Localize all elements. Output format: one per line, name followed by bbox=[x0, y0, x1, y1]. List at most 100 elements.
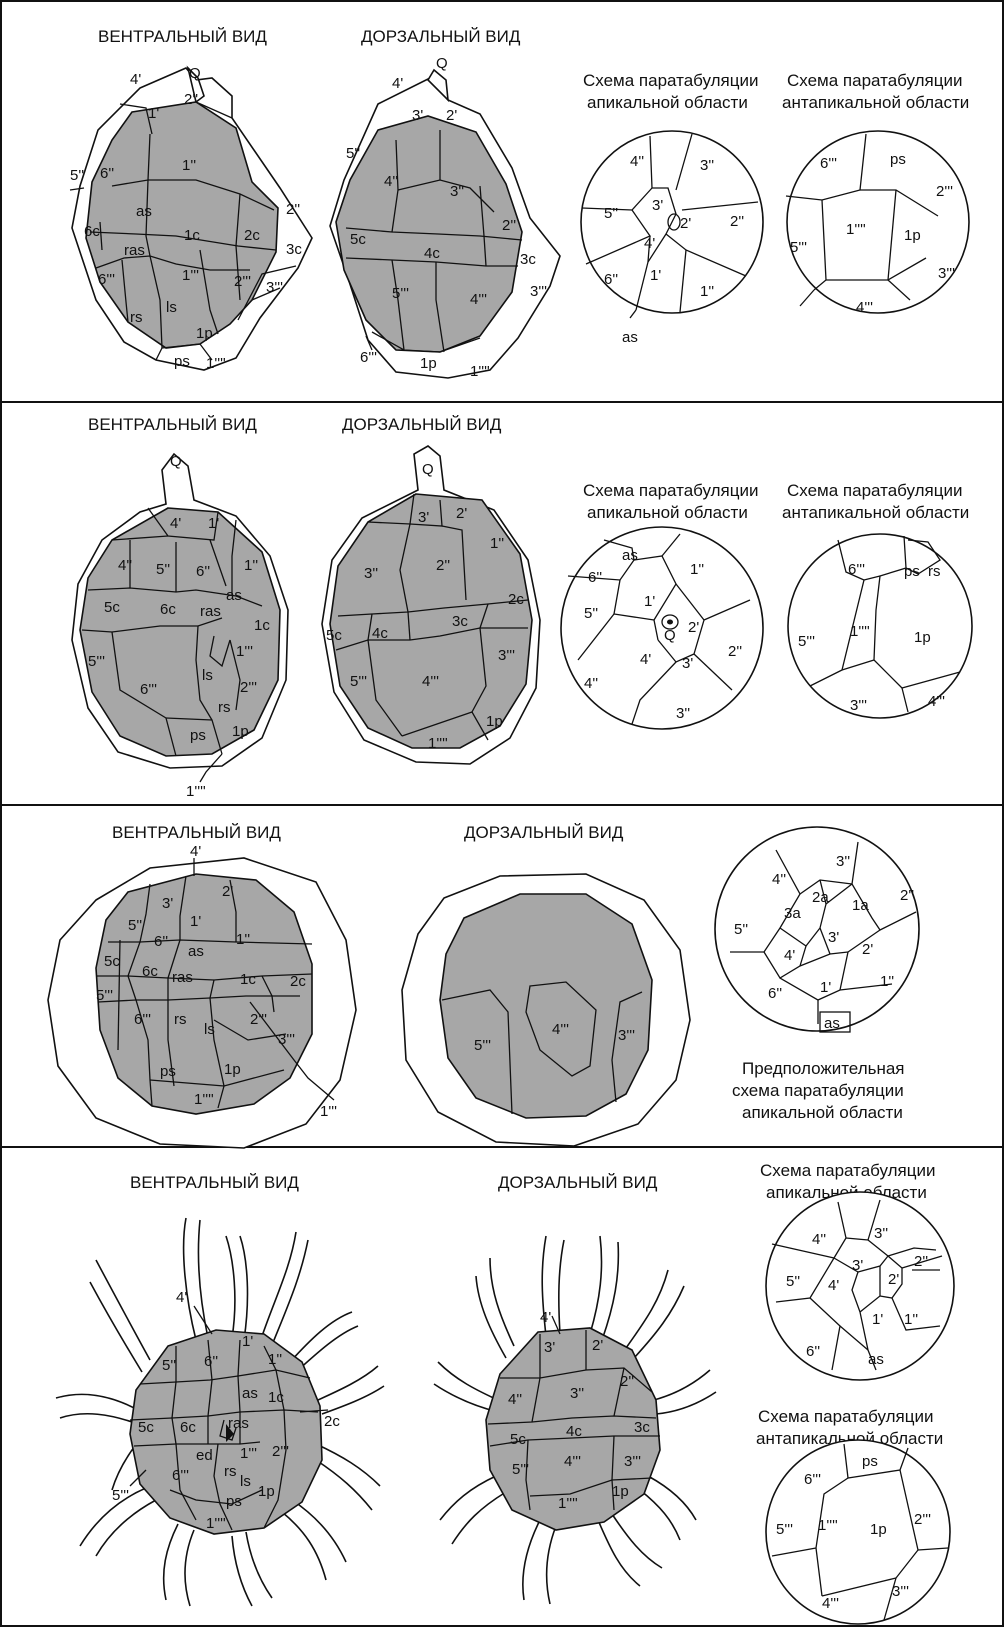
plate-label: 3'' bbox=[450, 183, 464, 200]
plate-label: 4c bbox=[566, 1423, 582, 1440]
panel-2: ВЕНТРАЛЬНЫЙ ВИД ДОРЗАЛЬНЫЙ ВИД Схема пар… bbox=[72, 415, 972, 800]
plate-label: 4' bbox=[190, 843, 201, 860]
plate-label: 4' bbox=[644, 235, 655, 252]
plate-label: 1p bbox=[870, 1521, 887, 1538]
plate-label: 5''' bbox=[88, 653, 105, 670]
plate-label: 1'''' bbox=[428, 735, 448, 752]
plate-label: 4''' bbox=[928, 693, 945, 710]
apical-caption: Схема паратабуляции bbox=[583, 71, 759, 90]
plate-label: as bbox=[868, 1351, 884, 1368]
plate-label: 3'' bbox=[700, 157, 714, 174]
plate-label: 3' bbox=[412, 107, 423, 124]
plate-label: 3''' bbox=[892, 1583, 909, 1600]
plate-label: 2''' bbox=[936, 183, 953, 200]
plate-label: 2'' bbox=[286, 201, 300, 218]
plate-label: 1'' bbox=[880, 973, 894, 990]
plate-label: 5'' bbox=[156, 561, 170, 578]
plate-label: 4' bbox=[176, 1289, 187, 1306]
plate-label: 3''' bbox=[278, 1031, 295, 1048]
plate-label: 1' bbox=[872, 1311, 883, 1328]
plate-label: 3'' bbox=[676, 705, 690, 722]
p4-apical-scheme: 4'' 3'' 3' 2'' 2' 5'' 4' 1' 1'' 6'' as bbox=[766, 1192, 954, 1380]
plate-label: 5''' bbox=[96, 987, 113, 1004]
plate-label: Q bbox=[170, 453, 182, 470]
panel-1: ВЕНТРАЛЬНЫЙ ВИД ДОРЗАЛЬНЫЙ ВИД Схема пар… bbox=[70, 27, 969, 380]
plate-label: rs bbox=[928, 563, 941, 580]
plate-label: 1'' bbox=[182, 157, 196, 174]
plate-label: 1p bbox=[232, 723, 249, 740]
dorsal-header: ДОРЗАЛЬНЫЙ ВИД bbox=[361, 27, 521, 46]
plate-label: ls bbox=[166, 299, 177, 316]
panel-3: ВЕНТРАЛЬНЫЙ ВИД ДОРЗАЛЬНЫЙ ВИД 4' 3' 2' … bbox=[48, 823, 919, 1148]
plate-label: 5c bbox=[350, 231, 366, 248]
dorsal-header: ДОРЗАЛЬНЫЙ ВИД bbox=[464, 823, 624, 842]
plate-label: 1' bbox=[208, 515, 219, 532]
p1-apical-scheme: 4'' 3'' 5'' 3' 2' 2'' 4' 6'' 1' 1'' as bbox=[581, 131, 763, 346]
plate-label: 2'' bbox=[502, 217, 516, 234]
plate-label: 6'' bbox=[604, 271, 618, 288]
plate-label: 2'' bbox=[914, 1253, 928, 1270]
plate-label: 4' bbox=[828, 1277, 839, 1294]
plate-label: 1'''' bbox=[206, 355, 226, 372]
plate-label: 1'''' bbox=[194, 1091, 214, 1108]
plate-label: 3' bbox=[852, 1257, 863, 1274]
antapical-caption: антапикальной области bbox=[782, 93, 969, 112]
plate-label: 3'' bbox=[874, 1225, 888, 1242]
plate-label: rs bbox=[224, 1463, 237, 1480]
plate-label: 5'' bbox=[162, 1357, 176, 1374]
plate-label: 3c bbox=[452, 613, 468, 630]
plate-label: 1p bbox=[904, 227, 921, 244]
plate-label: 3c bbox=[634, 1419, 650, 1436]
plate-label: 3c bbox=[520, 251, 536, 268]
plate-label: 1'' bbox=[690, 561, 704, 578]
p4-ventral-cyst: 4' 1' 5'' 6'' 1'' as 1c 5c 6c ras 2c ed … bbox=[56, 1218, 384, 1606]
plate-label: 6''' bbox=[804, 1471, 821, 1488]
plate-label: 3' bbox=[652, 197, 663, 214]
plate-label: 3'' bbox=[570, 1385, 584, 1402]
plate-label: 2''' bbox=[272, 1443, 289, 1460]
plate-label: 5'' bbox=[346, 145, 360, 162]
p4-dorsal-cyst: 4' 3' 2' 3'' 2'' 4'' 4c 3c 5c 5''' 4''' … bbox=[434, 1236, 716, 1604]
apical-caption: Схема паратабуляции bbox=[760, 1161, 936, 1180]
plate-label: 1''' bbox=[240, 1445, 257, 1462]
plate-label: 2c bbox=[290, 973, 306, 990]
plate-label: 5''' bbox=[350, 673, 367, 690]
plate-label: rs bbox=[174, 1011, 187, 1028]
antapical-caption: Схема паратабуляции bbox=[787, 481, 963, 500]
plate-label: 6'' bbox=[204, 1353, 218, 1370]
plate-label: Q bbox=[422, 461, 434, 478]
plate-label: 6'' bbox=[154, 933, 168, 950]
apical-caption: Схема паратабуляции bbox=[583, 481, 759, 500]
plate-label: ras bbox=[172, 969, 193, 986]
dorsal-header: ДОРЗАЛЬНЫЙ ВИД bbox=[342, 415, 502, 434]
ventral-header: ВЕНТРАЛЬНЫЙ ВИД bbox=[112, 823, 281, 842]
plate-label: 2' bbox=[592, 1337, 603, 1354]
plate-label: 1'' bbox=[236, 931, 250, 948]
plate-label: 5''' bbox=[798, 633, 815, 650]
plate-label: 3' bbox=[162, 895, 173, 912]
p3-ventral-cyst: 4' 3' 2' 5'' 1' 6'' 1'' as 5c 6c ras 1c … bbox=[48, 843, 356, 1148]
plate-label: Q bbox=[664, 627, 676, 644]
antapical-caption: антапикальной области bbox=[782, 503, 969, 522]
plate-label: 4c bbox=[372, 625, 388, 642]
plate-label: 4'' bbox=[584, 675, 598, 692]
plate-label: 6'' bbox=[196, 563, 210, 580]
plate-label: 2' bbox=[680, 215, 691, 232]
plate-label: ras bbox=[124, 242, 145, 259]
plate-label: 5c bbox=[510, 1431, 526, 1448]
plate-label: 1p bbox=[486, 713, 503, 730]
p4-antapical-scheme: 6''' ps 2''' 5''' 1'''' 1p 4''' 3''' bbox=[766, 1440, 950, 1624]
plate-label: 1''' bbox=[320, 1103, 337, 1120]
plate-label: 1' bbox=[644, 593, 655, 610]
ventral-header: ВЕНТРАЛЬНЫЙ ВИД bbox=[98, 27, 267, 46]
plate-label: 4''' bbox=[564, 1453, 581, 1470]
antapical-caption: Схема паратабуляции bbox=[758, 1407, 934, 1426]
plate-label: 4''' bbox=[470, 291, 487, 308]
panel-4: ВЕНТРАЛЬНЫЙ ВИД ДОРЗАЛЬНЫЙ ВИД Схема пар… bbox=[56, 1161, 954, 1624]
plate-label: 5''' bbox=[112, 1487, 129, 1504]
plate-label: 6c bbox=[180, 1419, 196, 1436]
plate-label: 3' bbox=[544, 1339, 555, 1356]
plate-label: 1'''' bbox=[470, 363, 490, 380]
plate-label: 3c bbox=[286, 241, 302, 258]
plate-label: 2' bbox=[862, 941, 873, 958]
